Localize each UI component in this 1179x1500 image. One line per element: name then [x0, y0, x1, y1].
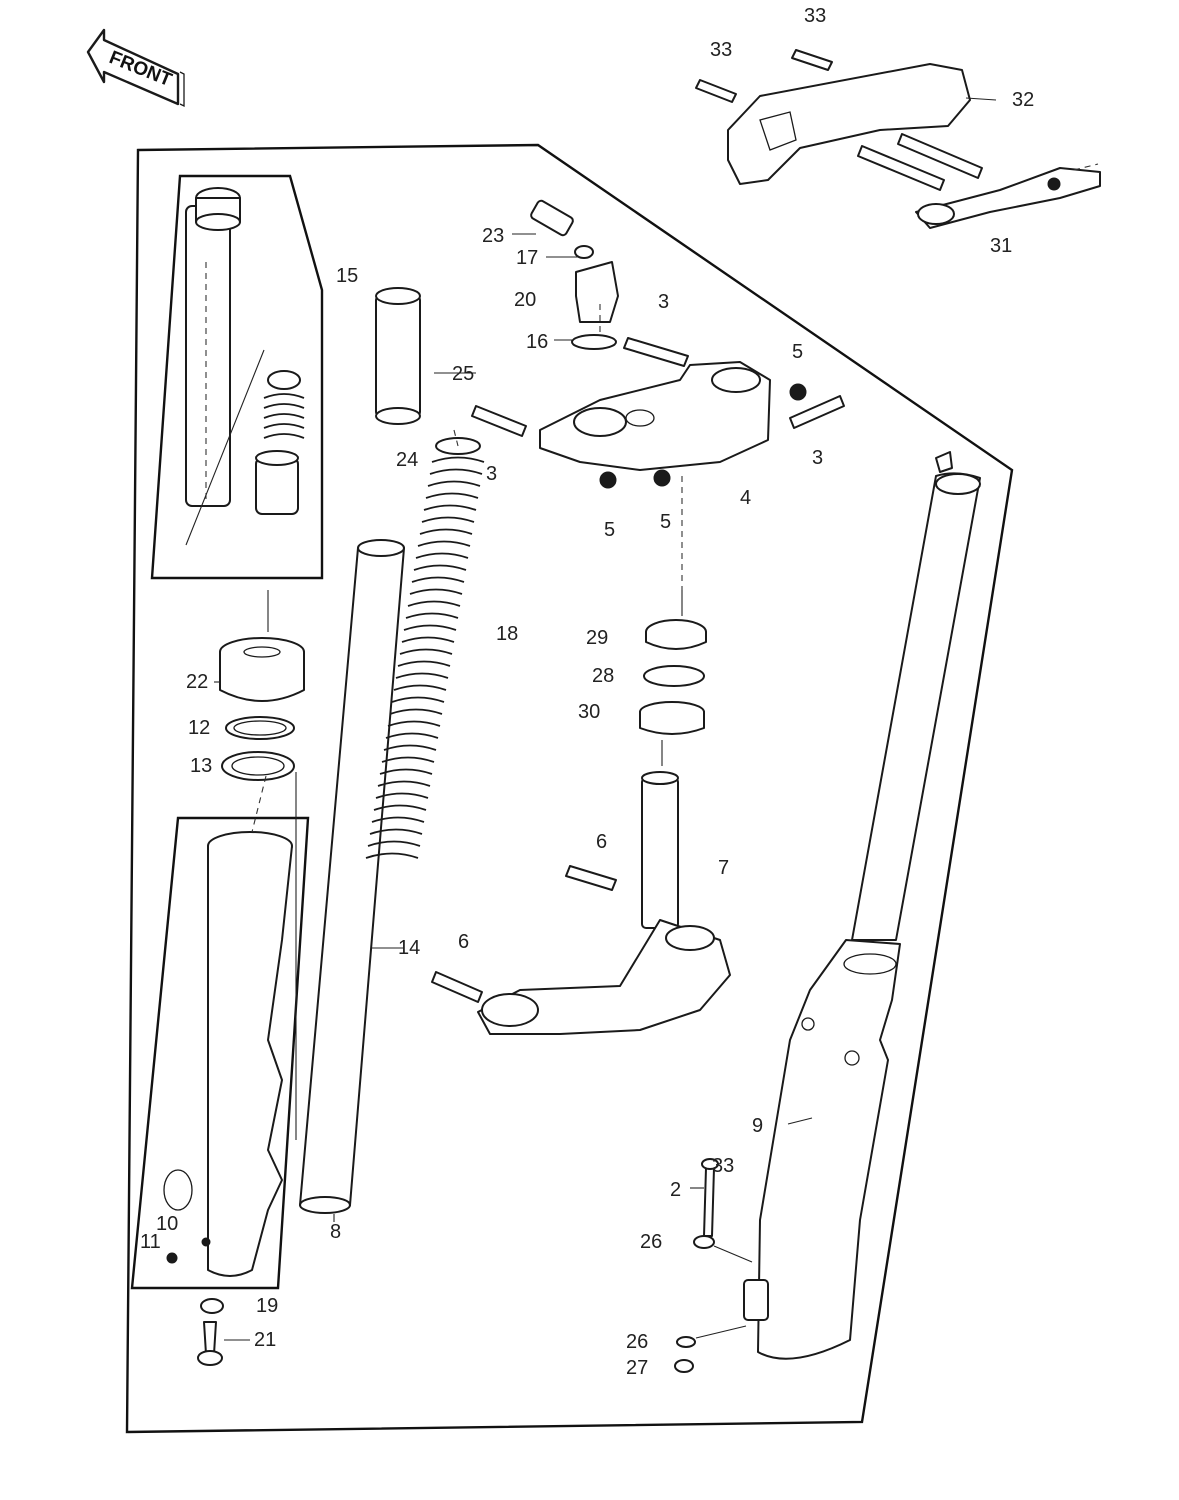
oil-seal: [219, 637, 305, 702]
inner-tube: [299, 539, 405, 1214]
leader-lines: [214, 97, 997, 1341]
front-arrow-badge: FRONT: [86, 28, 185, 108]
callout-3-top: 3: [658, 291, 670, 313]
callout-13: 13: [190, 755, 213, 777]
rebound-spring: [185, 349, 305, 546]
callout-12: 12: [188, 717, 211, 739]
callout-14: 14: [398, 937, 421, 959]
right-drain-parts: [674, 1158, 753, 1373]
callout-18: 18: [496, 623, 519, 645]
callout-32: 32: [1012, 89, 1035, 111]
callout-19: 19: [256, 1295, 279, 1317]
callout-15: 15: [336, 265, 359, 287]
callout-20: 20: [514, 289, 537, 311]
callout-28: 28: [592, 665, 615, 687]
callout-5-mid: 5: [660, 511, 672, 533]
callout-29: 29: [586, 627, 609, 649]
callout-8: 8: [330, 1221, 342, 1243]
spacer-tube: [375, 287, 421, 425]
callout-21: 21: [254, 1329, 277, 1351]
pinch-bolts: [471, 337, 845, 437]
callout-27: 27: [626, 1357, 649, 1379]
callout-7: 7: [718, 857, 730, 879]
handlebar-holder: [727, 63, 1101, 229]
callout-6-bottom: 6: [458, 931, 470, 953]
callout-24: 24: [396, 449, 419, 471]
callout-25: 25: [452, 363, 475, 385]
callout-16: 16: [526, 331, 549, 353]
damper-tube: [185, 187, 241, 507]
callout-10: 10: [156, 1213, 179, 1235]
callout-2: 2: [670, 1179, 682, 1201]
callout-30: 30: [578, 701, 601, 723]
callout-5-left: 5: [604, 519, 616, 541]
callout-17: 17: [516, 247, 539, 269]
upper-triple-clamp: [539, 361, 807, 489]
callout-23: 23: [482, 225, 505, 247]
fork-cap-valve: [530, 199, 619, 350]
lower-inset-box: [130, 816, 310, 1290]
callout-33-top: 33: [804, 5, 827, 27]
callout-3-right: 3: [812, 447, 824, 469]
damper-piston: [255, 450, 299, 515]
lower-triple-clamp: [431, 771, 731, 1035]
callout-33-left: 33: [710, 39, 733, 61]
callout-26-upper: 26: [640, 1231, 663, 1253]
left-outer-tube: [163, 831, 293, 1277]
callout-4: 4: [740, 487, 752, 509]
callout-31: 31: [990, 235, 1013, 257]
callout-11: 11: [140, 1231, 161, 1253]
callout-9: 9: [752, 1115, 764, 1137]
right-fork-assembly: [743, 451, 981, 1360]
assembly-frame-outline: [125, 143, 1014, 1434]
retaining-ring: [225, 716, 295, 740]
left-drain-parts: [166, 1237, 224, 1366]
callout-33-small: 33: [712, 1155, 735, 1177]
stem-bearings: [639, 590, 707, 766]
callout-22: 22: [186, 671, 209, 693]
callout-3-mid: 3: [486, 463, 498, 485]
callout-6-top: 6: [596, 831, 608, 853]
seal-washer: [221, 751, 295, 781]
callout-26-lower: 26: [626, 1331, 649, 1353]
upper-inset-box: [150, 174, 324, 580]
callout-5-right: 5: [792, 341, 804, 363]
holder-bolts: [695, 49, 833, 103]
